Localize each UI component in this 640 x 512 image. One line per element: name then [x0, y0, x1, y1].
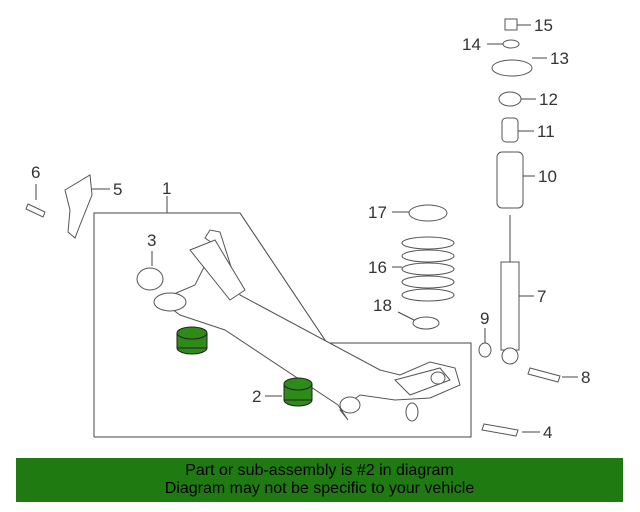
- bolt-part-4: [481, 423, 519, 437]
- part-info-banner: Part or sub-assembly is #2 in diagram Di…: [16, 458, 623, 502]
- bushing-left: [176, 326, 208, 355]
- shock-absorber-part-7: [500, 261, 520, 351]
- bolt-part-8: [527, 367, 561, 383]
- nut-part-15: [504, 18, 518, 31]
- bushing-part-2: [283, 377, 313, 407]
- callout-6: 6: [31, 163, 40, 182]
- leader-lines: [35, 24, 578, 433]
- boot-part-11: [501, 117, 519, 143]
- bump-stop-part-12: [498, 91, 522, 107]
- banner-line-disclaimer: Diagram may not be specific to your vehi…: [164, 480, 475, 497]
- callout-1: 1: [162, 179, 171, 198]
- spring-seat-upper: [408, 204, 448, 222]
- callout-8: 8: [581, 368, 590, 387]
- callout-14: 14: [462, 35, 481, 54]
- callout-7: 7: [537, 287, 546, 306]
- callout-2: 2: [252, 387, 261, 406]
- spring-seat-lower: [412, 316, 440, 330]
- washer-on-axle: [405, 402, 419, 422]
- coil-spring: [401, 236, 455, 302]
- callout-13: 13: [550, 49, 569, 68]
- shock-eye: [501, 347, 519, 365]
- rear-axle-beam: [153, 229, 461, 421]
- callout-10: 10: [538, 167, 557, 186]
- bracket-part-5: [64, 174, 93, 239]
- banner-line-part: Part or sub-assembly is #2 in diagram: [185, 462, 454, 479]
- callout-17: 17: [368, 203, 387, 222]
- callout-5: 5: [113, 180, 122, 199]
- callout-12: 12: [539, 90, 558, 109]
- callout-16: 16: [368, 258, 387, 277]
- ring-part-3: [136, 267, 164, 291]
- washer-part-14: [502, 39, 520, 49]
- bolt-part-6: [25, 203, 46, 218]
- callout-11: 11: [537, 122, 555, 141]
- callout-3: 3: [147, 231, 156, 250]
- nut-part-9: [478, 342, 492, 358]
- mount-part-13: [491, 59, 533, 77]
- callout-18: 18: [373, 296, 392, 315]
- dust-cover-part-10: [496, 151, 524, 209]
- callout-15: 15: [534, 16, 553, 35]
- callout-9: 9: [480, 309, 489, 328]
- parts-diagram: 1 2 3 4 5 6 7 8 9 10 11 12 13 14 15 16 1…: [25, 16, 590, 442]
- callout-4: 4: [543, 423, 552, 442]
